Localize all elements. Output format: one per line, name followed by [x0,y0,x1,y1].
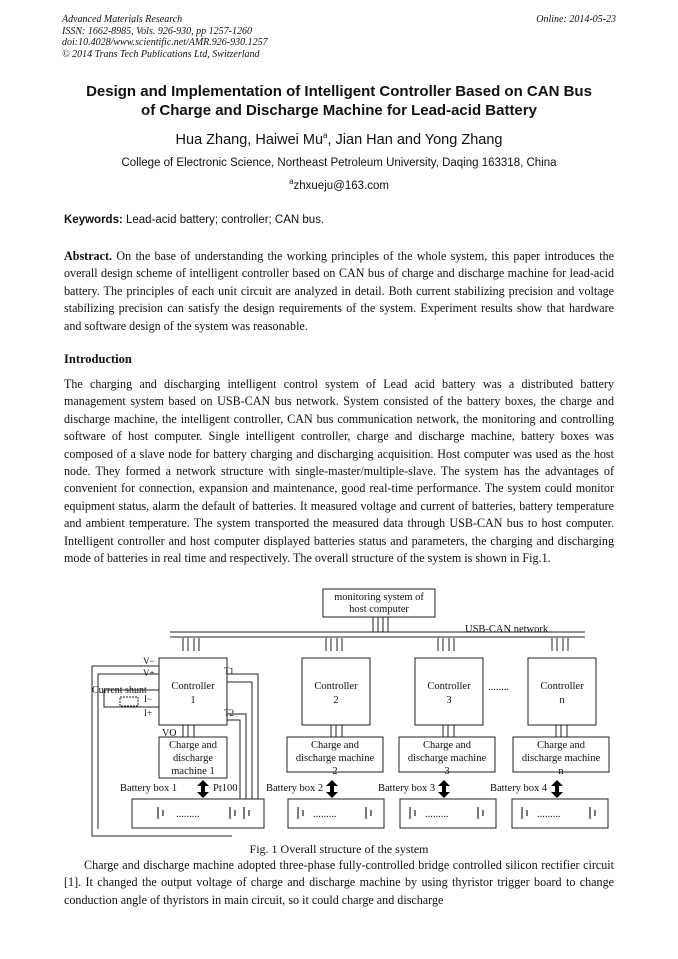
journal-name: Advanced Materials Research [62,14,183,25]
cdm-3-id: 3 [444,766,449,777]
battery-box-4-label: Battery box 4 [490,783,548,794]
cdm-1-box [158,736,228,779]
email-address[interactable]: zhxueju@163.com [293,179,389,192]
journal-header: Advanced Materials Research ISSN: 1662-8… [62,14,616,60]
arrow-cdm2-battery2 [326,780,338,798]
doi-line[interactable]: doi:10.4028/www.scientific.net/AMR.926-9… [62,37,268,48]
v-plus-label: V+ [143,668,155,678]
copyright-line: © 2014 Trans Tech Publications Ltd, Swit… [62,48,260,60]
controller-3-box [414,657,484,726]
battery-box-1-rect [131,798,265,829]
cdm-n-label-2: discharge machine [522,753,601,764]
battery-box-2-label: Battery box 2 [266,783,323,794]
controllers-ellipsis: ........ [488,682,509,693]
controller-n-id: n [559,695,565,706]
controller-2-id: 2 [333,695,338,706]
t1-label: T1 [224,666,234,676]
keywords: Keywords: Lead-acid battery; controller;… [64,214,324,226]
host-label-1: monitoring system of [334,592,424,603]
battery-3-dots: ......... [425,809,449,820]
cdm-3-box [398,736,496,773]
cdm-2-id: 2 [332,766,337,777]
cdm-3-label-2: discharge machine [408,753,487,764]
battery-box-2-rect [287,798,385,829]
t2-label: T2 [224,708,234,718]
arrow-cdm3-battery3 [438,780,450,798]
network-label: USB-CAN network [465,624,549,635]
arrow-cdm1-battery1 [197,780,209,798]
current-shunt-box [103,689,160,708]
authors-rest: , Jian Han and Yong Zhang [327,131,503,148]
arrow-cdm4-battery4 [551,780,563,798]
system-structure-diagram: monitoring system of host computer USB-C… [91,588,610,837]
authors-sup: a [323,131,328,140]
battery-box-1-label: Battery box 1 [120,783,177,794]
cdm-1-label-1: Charge and [169,740,218,751]
abstract-label: Abstract. [64,249,113,263]
controller-1-label: Controller [171,681,215,692]
i-plus-label: I+ [144,708,152,718]
title-line-1: Design and Implementation of Intelligent… [86,83,592,100]
body-paragraph-2: Charge and discharge machine adopted thr… [64,858,614,907]
figure-1: monitoring system of host computer USB-C… [80,586,610,845]
email-sup: a [289,177,294,186]
email: azhxueju@163.com [0,177,678,192]
controller-n-box [527,657,597,726]
current-shunt-label: Current shunt [92,685,147,696]
cdm-2-label-2: discharge machine [296,753,375,764]
keywords-text: Lead-acid battery; controller; CAN bus. [122,214,325,226]
title-line-2: of Charge and Discharge Machine for Lead… [141,102,537,119]
wire-v-minus [91,665,232,837]
cdm-2-box [286,736,384,773]
section-heading-introduction: Introduction [64,352,132,366]
cdm-n-id: n [558,766,564,777]
keywords-label: Keywords: [64,214,123,226]
battery-box-3-label: Battery box 3 [378,783,435,794]
controller-1-id: 1 [190,695,195,706]
online-date: Online: 2014-05-23 [536,14,616,25]
battery-box-4-rect [511,798,609,829]
abstract-text: On the base of understanding the working… [64,249,614,333]
battery-box-3-rect [399,798,497,829]
battery-1-dots: ......... [176,809,200,820]
controller-n-label: Controller [540,681,584,692]
cdm-1-label-2: discharge [173,753,213,764]
battery-2-dots: ......... [313,809,337,820]
figure-caption: Fig. 1 Overall structure of the system [249,842,429,856]
i-minus-label: I− [144,694,152,704]
paper-title: Design and Implementation of Intelligent… [40,82,638,120]
controller-2-label: Controller [314,681,358,692]
authors: Hua Zhang, Haiwei Mua, Jian Han and Yong… [0,131,678,148]
cdm-n-label-1: Charge and [537,740,586,751]
issn-line: ISSN: 1662-8985, Vols. 926-930, pp 1257-… [62,25,252,37]
controller-3-id: 3 [446,695,451,706]
battery-4-dots: ......... [537,809,561,820]
affiliation: College of Electronic Science, Northeast… [121,157,557,169]
cdm-2-label-1: Charge and [311,740,360,751]
host-computer-box [322,588,436,618]
cdm-3-label-1: Charge and [423,740,472,751]
host-label-2: host computer [349,604,409,615]
pt100-label: Pt100 [213,783,238,794]
abstract: Abstract. On the base of understanding t… [64,248,614,335]
introduction-text: The charging and discharging intelligent… [64,377,614,566]
vo-label: VO [162,728,176,739]
cdm-n-box [512,736,610,773]
cdm-1-label-3: machine 1 [171,766,214,777]
controller-3-label: Controller [427,681,471,692]
v-minus-label: V− [143,656,155,666]
authors-first: Hua Zhang, Haiwei Mu [175,131,324,148]
